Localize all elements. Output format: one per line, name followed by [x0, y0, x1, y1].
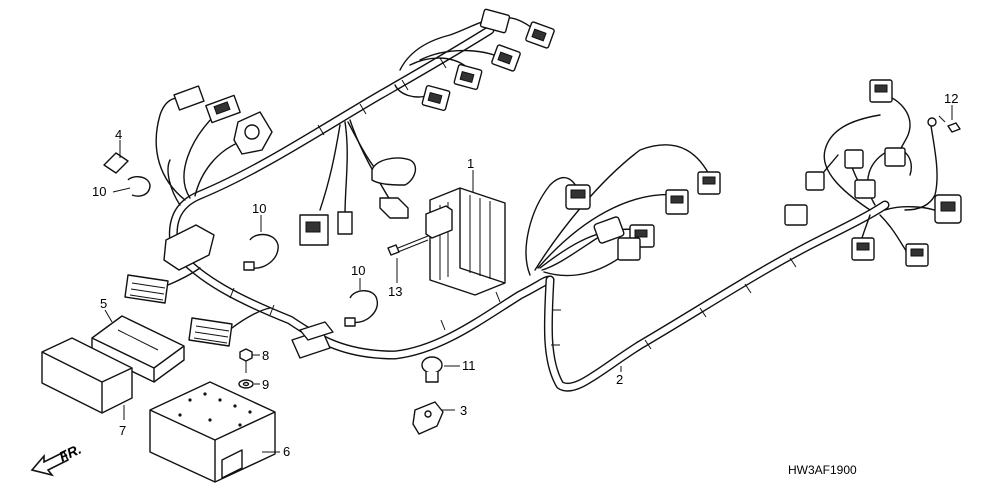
part-11-grommet [421, 356, 443, 383]
callout-5: 5 [100, 296, 107, 311]
callout-10-left: 10 [92, 184, 106, 199]
callout-2: 2 [616, 372, 623, 387]
callout-8: 8 [262, 348, 269, 363]
connector-group-right-center [525, 144, 721, 277]
callout-3: 3 [460, 403, 467, 418]
part-6-fuse-box [149, 381, 276, 483]
part-10-clip-left [127, 176, 151, 197]
main-wire-harness [168, 25, 555, 360]
connector-group-far-right [784, 79, 962, 267]
part-3-stay [412, 401, 444, 435]
part-7-cover [41, 337, 133, 414]
part-1-regulator-rectifier [425, 187, 506, 296]
sub-wire-harness [543, 200, 890, 392]
callout-12: 12 [944, 91, 958, 106]
connector-group-top-center [394, 8, 555, 112]
leader-lines [104, 105, 953, 453]
callout-7: 7 [119, 423, 126, 438]
callout-1: 1 [467, 156, 474, 171]
arrow-icon [30, 450, 70, 477]
front-direction-arrow: FR. [30, 441, 84, 477]
part-12-bolt [938, 115, 961, 133]
callout-6: 6 [283, 444, 290, 459]
diagram-code: HW3AF1900 [788, 463, 857, 477]
connector-group-center [299, 119, 417, 246]
part-13-bolt [387, 235, 429, 256]
direction-label: FR. [57, 441, 84, 465]
connector-group-lower-left [124, 224, 334, 359]
harness-tape-marks [229, 57, 501, 331]
callout-13: 13 [388, 284, 402, 299]
callout-11: 11 [462, 358, 476, 373]
callout-10-lower: 10 [351, 263, 365, 278]
callout-labels: 1 2 3 4 5 6 7 8 9 10 10 10 11 12 13 [92, 91, 958, 459]
part-8-bolt [239, 348, 253, 373]
connector-group-top-left [173, 85, 273, 155]
callout-10-upper: 10 [252, 201, 266, 216]
callout-9: 9 [262, 377, 269, 392]
part-10-clip-lower [344, 290, 379, 327]
part-4-plate [103, 152, 129, 174]
callout-4: 4 [115, 127, 122, 142]
part-10-clip-upper [243, 233, 279, 271]
part-9-washer [238, 379, 254, 389]
